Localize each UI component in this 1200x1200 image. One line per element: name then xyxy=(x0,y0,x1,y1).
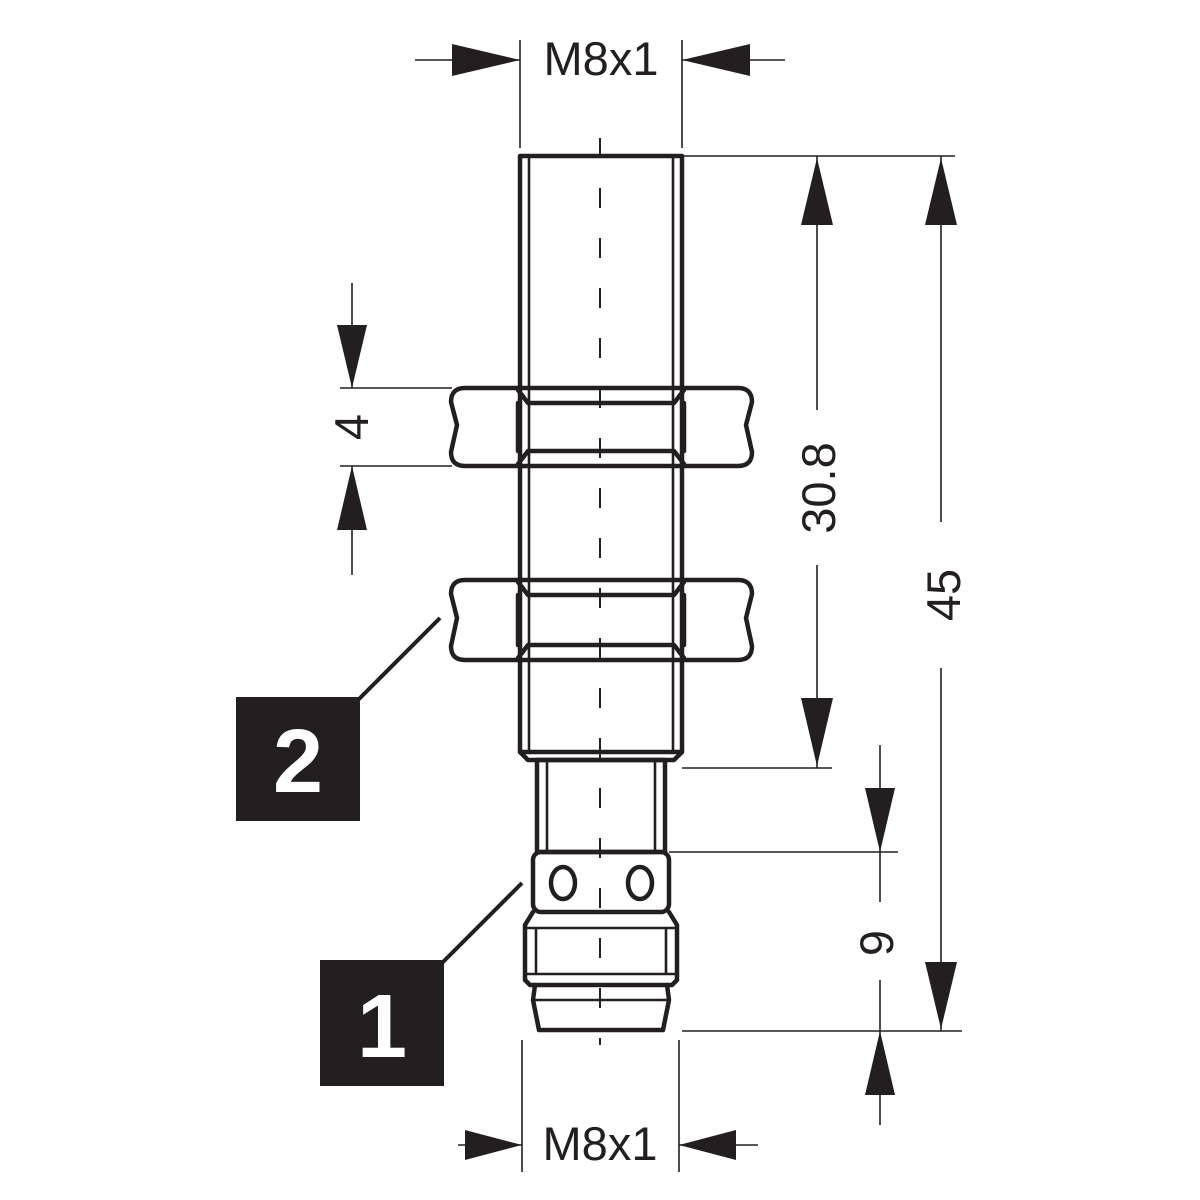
arrow-down xyxy=(925,962,957,1029)
dim-bottom-thread: M8x1 xyxy=(458,1040,758,1172)
dim-text: 45 xyxy=(917,569,970,621)
lower-nut xyxy=(448,577,755,663)
callout-label: 2 xyxy=(273,712,323,812)
leader-line xyxy=(440,881,524,965)
arrow-up xyxy=(801,158,833,225)
led-window-right xyxy=(625,864,655,902)
callout-box xyxy=(320,960,444,1086)
callout-connector: 1 xyxy=(320,881,524,1086)
arrow-up xyxy=(337,466,367,530)
arrow-up xyxy=(865,1031,895,1095)
lower-nut-outline xyxy=(448,577,755,663)
leader-line xyxy=(356,616,442,702)
dim-text: M8x1 xyxy=(543,1117,658,1170)
dim-connector-length: 9 xyxy=(669,745,903,1125)
arrow-down xyxy=(865,788,895,852)
callout-box xyxy=(236,697,360,821)
arrow-up xyxy=(925,158,957,225)
upper-nut xyxy=(448,385,755,469)
dim-thread-length: 30.8 xyxy=(682,155,955,769)
dim-text: 4 xyxy=(325,414,378,440)
connector-coupling xyxy=(522,909,680,988)
arrow-right xyxy=(465,1130,522,1160)
dim-text: M8x1 xyxy=(544,32,659,85)
dim-text: 9 xyxy=(850,930,903,956)
dim-top-thread: M8x1 xyxy=(415,32,785,148)
callout-label: 1 xyxy=(357,977,407,1077)
arrow-down xyxy=(801,698,833,766)
callout-nut: 2 xyxy=(236,616,442,821)
arrow-right xyxy=(452,44,520,76)
dim-nut-thickness: 4 xyxy=(325,283,452,575)
arrow-left xyxy=(679,1130,736,1160)
arrow-down xyxy=(337,325,367,388)
dim-overall-length: 45 xyxy=(682,156,970,1032)
led-window-left xyxy=(548,864,578,902)
upper-nut-outline xyxy=(448,385,755,469)
dim-text: 30.8 xyxy=(792,442,845,533)
arrow-left xyxy=(682,44,750,76)
plug-tip xyxy=(530,982,672,1033)
